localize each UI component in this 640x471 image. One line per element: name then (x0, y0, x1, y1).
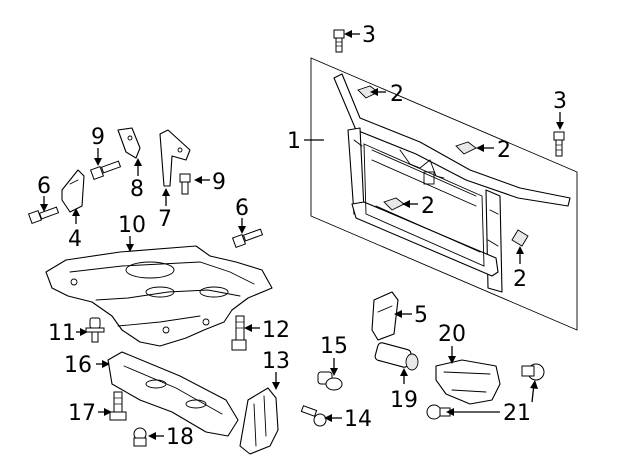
callout-14: 14 (344, 407, 372, 432)
bolt-part-9-right (179, 173, 191, 195)
callout-6: 6 (37, 174, 51, 199)
bracket-part-4 (61, 169, 85, 213)
callout-17: 17 (68, 401, 96, 426)
deflector-part-16 (107, 351, 239, 437)
splash-shield (45, 245, 273, 347)
callout-4: 4 (68, 227, 82, 252)
clip-part-2 (357, 85, 529, 247)
callout-2: 2 (390, 82, 404, 107)
bracket-part-20 (435, 359, 501, 405)
callout-1: 1 (287, 129, 301, 154)
callout-3: 3 (553, 89, 567, 114)
callout-19: 19 (390, 388, 418, 413)
callout-7: 7 (158, 207, 172, 232)
callout-8: 8 (130, 177, 144, 202)
bracket-part-7 (159, 129, 191, 187)
callout-15: 15 (320, 334, 348, 359)
bolt-part-9-left (89, 160, 122, 181)
deflector-part-13 (239, 387, 279, 455)
callout-12: 12 (262, 318, 290, 343)
bolt-part-17 (109, 391, 127, 421)
pin-part-15 (317, 371, 343, 391)
callout-9: 9 (212, 170, 226, 195)
callout-2: 2 (513, 267, 527, 292)
callout-18: 18 (166, 425, 194, 450)
screw-part-14 (300, 405, 327, 427)
callout-10: 10 (118, 213, 146, 238)
radiator-support (333, 73, 571, 293)
callout-6: 6 (235, 196, 249, 221)
bracket-part-5 (371, 291, 399, 341)
callout-3: 3 (362, 23, 376, 48)
callout-2: 2 (421, 194, 435, 219)
bolt-part-12 (231, 315, 247, 351)
callout-16: 16 (64, 353, 92, 378)
callout-11: 11 (48, 321, 76, 346)
leader-lines (40, 30, 564, 440)
callout-21: 21 (503, 401, 531, 426)
clip-part-18 (133, 427, 147, 447)
bolt-part-6-left (27, 206, 60, 225)
radiator-support-frame (310, 57, 578, 331)
callout-20: 20 (438, 322, 466, 347)
bolt-part-6-right (231, 228, 264, 249)
callout-5: 5 (414, 303, 428, 328)
callout-13: 13 (262, 349, 290, 374)
clip-part-11 (85, 317, 105, 343)
callout-2: 2 (497, 138, 511, 163)
callout-9: 9 (91, 125, 105, 150)
callout-labels: 1 2 2 2 2 3 3 4 5 6 6 7 8 9 9 10 11 12 1… (37, 23, 567, 450)
clip-part-21 (426, 363, 545, 420)
sensor-part-19 (374, 342, 419, 371)
bracket-part-8 (117, 127, 141, 159)
